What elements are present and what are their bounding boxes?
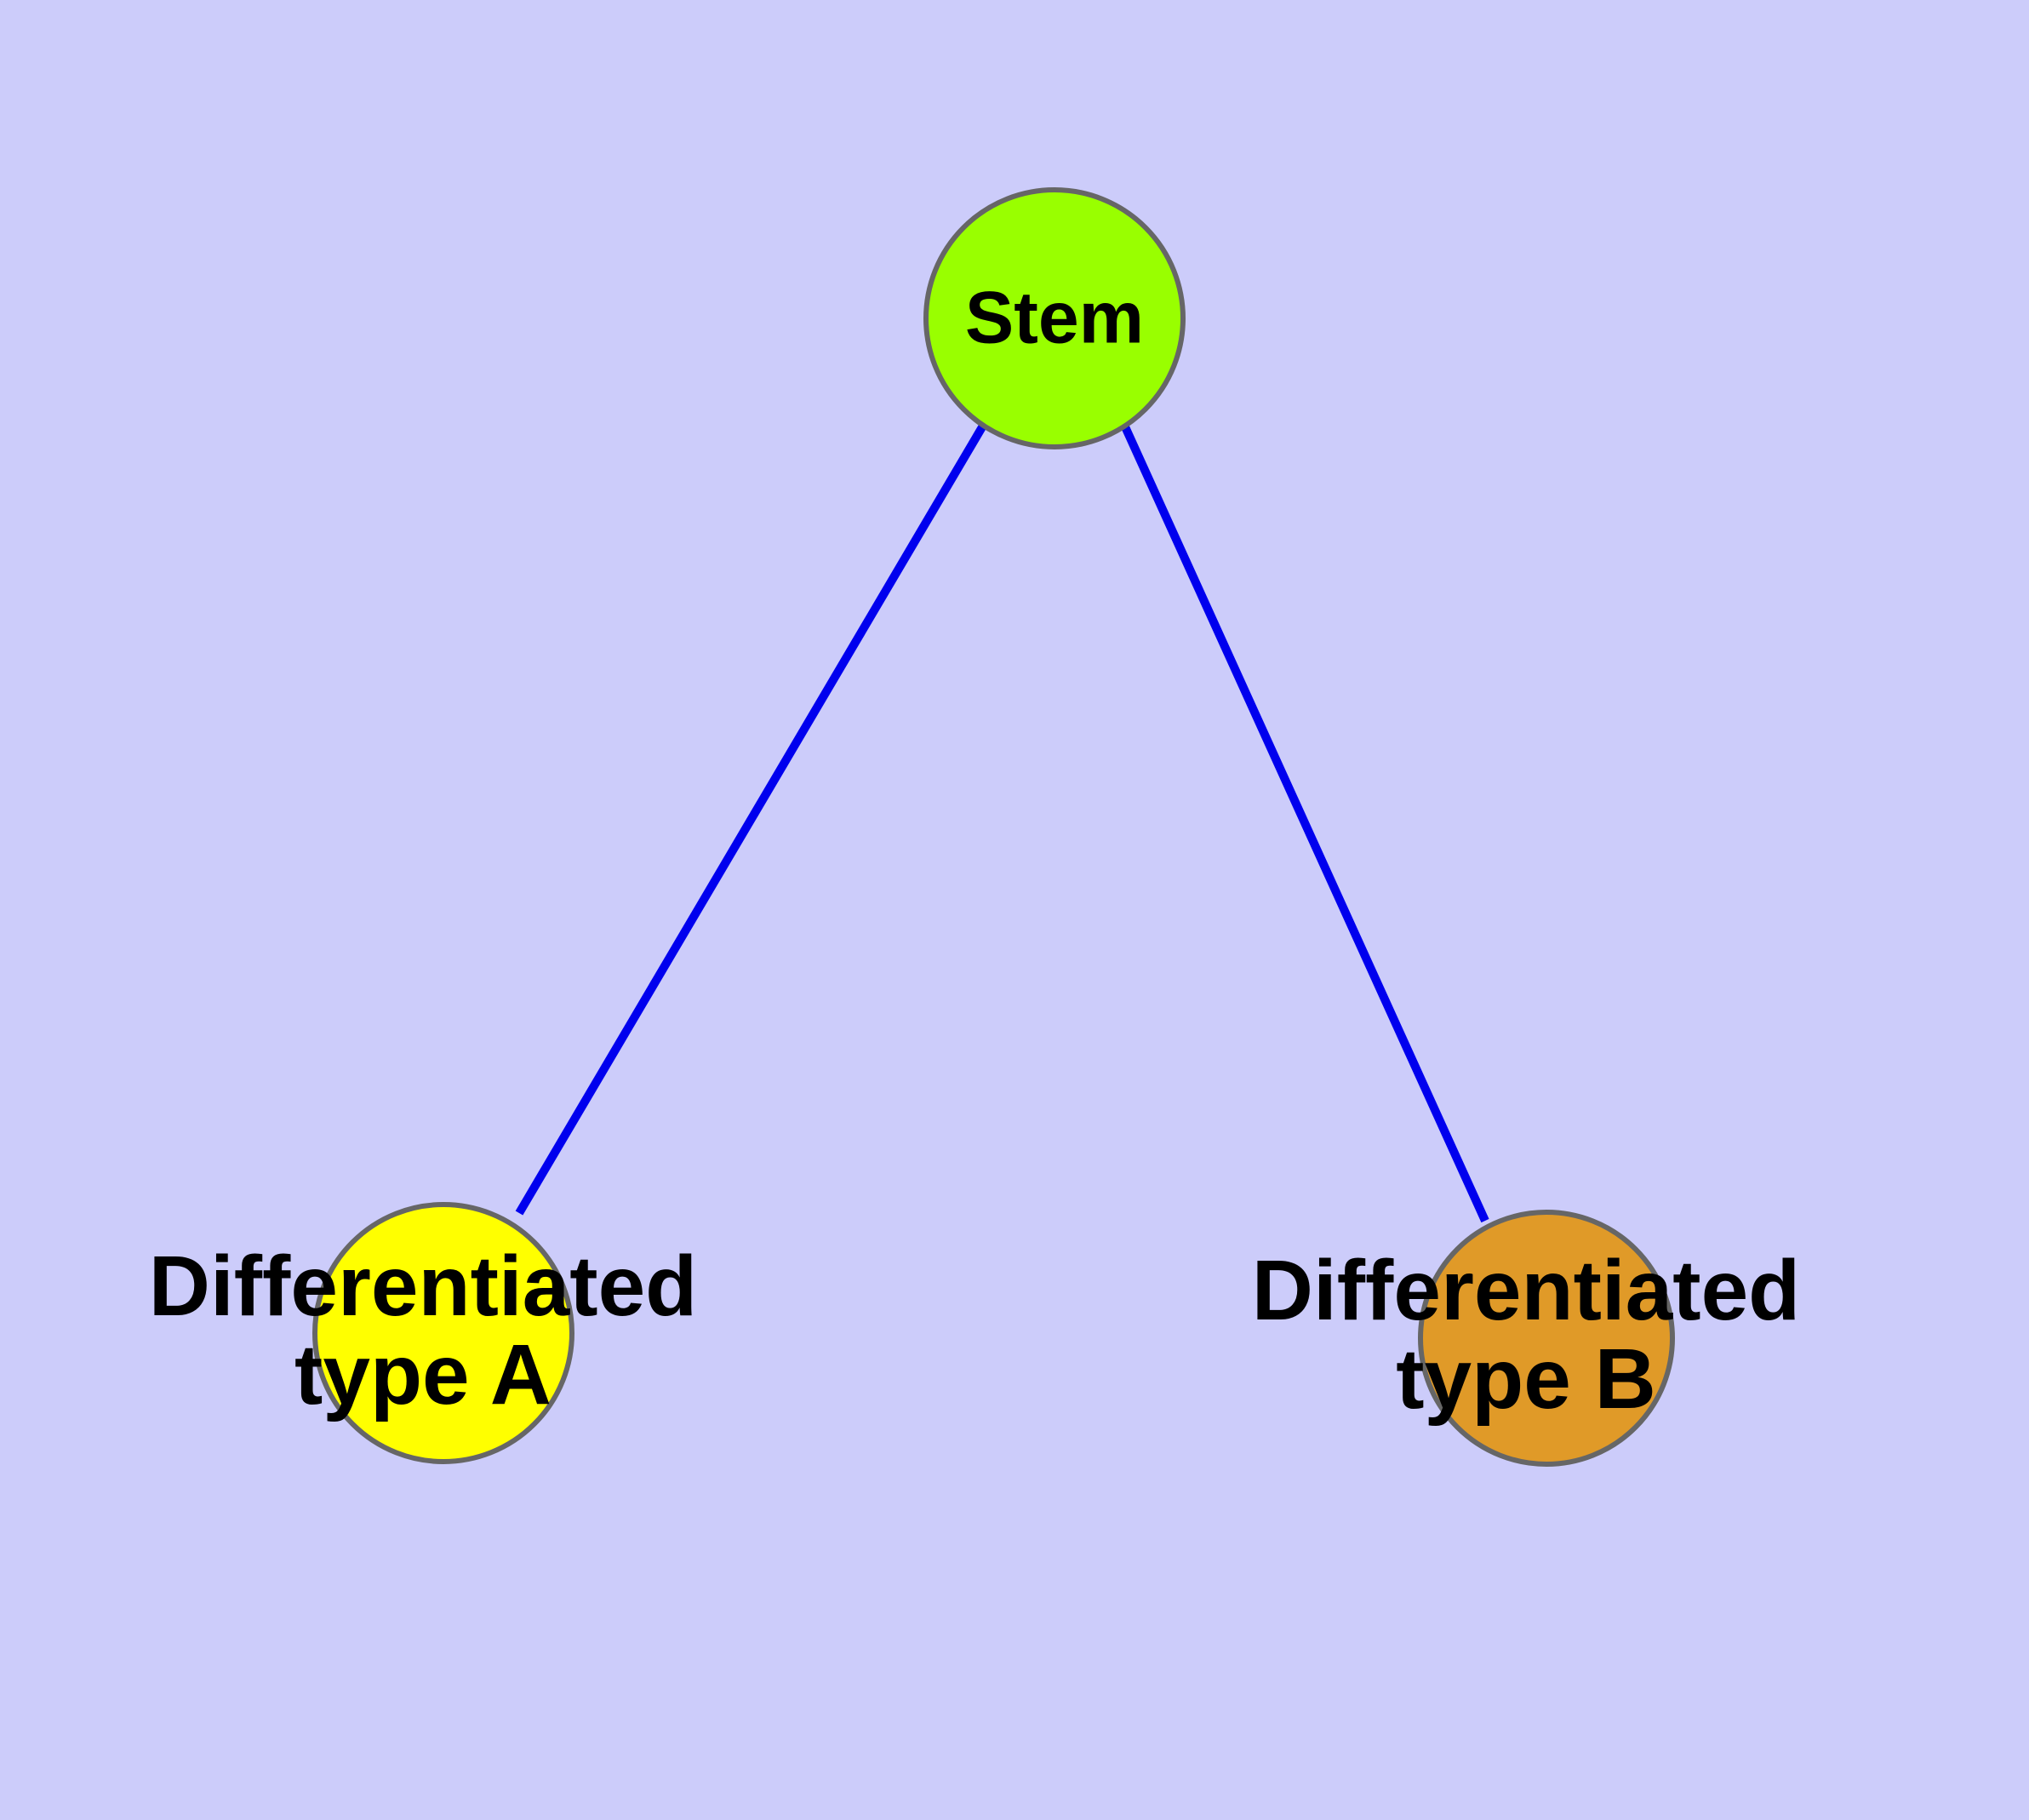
edge-stem-to-differentiated-a (515, 423, 987, 1216)
edge-stem-to-differentiated-b (1119, 421, 1489, 1223)
node-differentiated-type-b[interactable] (1418, 1210, 1675, 1467)
edges-group (515, 421, 1489, 1223)
nodes-group (312, 187, 1675, 1467)
node-stem[interactable] (923, 187, 1186, 449)
node-differentiated-type-a[interactable] (312, 1202, 574, 1464)
